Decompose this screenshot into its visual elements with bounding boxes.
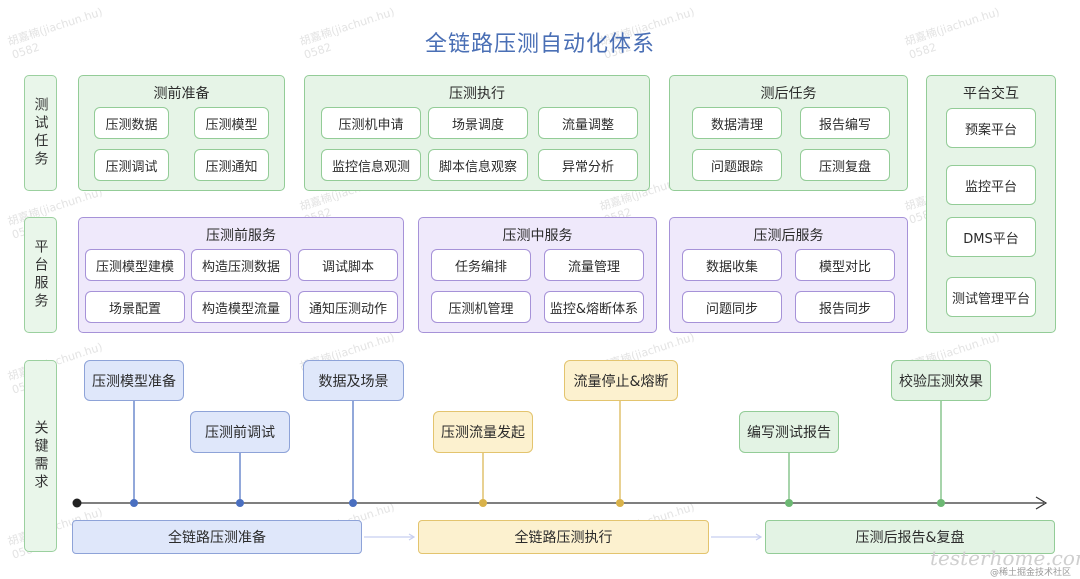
panel-mid-service: 压测中服务 任务编排 流量管理 压测机管理 监控&熔断体系 [418, 217, 657, 333]
platform-box: 预案平台 [946, 108, 1036, 148]
row-label-test-tasks: 测试任务 [24, 75, 57, 191]
platform-box: 测试管理平台 [946, 277, 1036, 317]
task-box: 压测复盘 [800, 149, 890, 181]
panel-execution: 压测执行 压测机申请 场景调度 流量调整 监控信息观测 脚本信息观察 异常分析 [304, 75, 650, 191]
panel-interaction: 平台交互 预案平台 监控平台 DMS平台 测试管理平台 [926, 75, 1056, 333]
milestone-box: 压测流量发起 [433, 411, 533, 453]
service-box: 模型对比 [795, 249, 895, 281]
brand-watermark: testerhome.com [930, 546, 1080, 570]
task-box: 压测机申请 [321, 107, 421, 139]
service-box: 任务编排 [431, 249, 531, 281]
timeline-arrowhead [1035, 496, 1048, 510]
diagram-title: 全链路压测自动化体系 [424, 32, 655, 57]
timeline-start-dot [72, 498, 82, 508]
panel-title: 测后任务 [760, 86, 817, 102]
timeline-dot [937, 499, 945, 507]
milestone-box: 编写测试报告 [739, 411, 839, 453]
phase-connector-arrow [408, 533, 416, 541]
phase-execute: 全链路压测执行 [418, 520, 709, 554]
timeline-dot [479, 499, 487, 507]
milestone-box: 校验压测效果 [891, 360, 991, 401]
service-box: 调试脚本 [298, 249, 398, 281]
service-box: 压测机管理 [431, 291, 531, 323]
panel-pre-test: 测前准备 压测数据 压测模型 压测调试 压测通知 [78, 75, 285, 191]
phase-report: 压测后报告&复盘 [765, 520, 1055, 554]
task-box: 问题跟踪 [692, 149, 782, 181]
timeline-dot [616, 499, 624, 507]
panel-title: 压测执行 [449, 86, 505, 102]
service-box: 场景配置 [85, 291, 185, 323]
task-box: 流量调整 [538, 107, 638, 139]
row-label-key-needs: 关键需求 [24, 360, 57, 552]
panel-title: 压测前服务 [206, 228, 276, 244]
service-box: 问题同步 [682, 291, 782, 323]
service-box: 监控&熔断体系 [544, 291, 644, 323]
panel-post-test: 测后任务 数据清理 报告编写 问题跟踪 压测复盘 [669, 75, 908, 191]
service-box: 构造模型流量 [191, 291, 291, 323]
task-box: 数据清理 [692, 107, 782, 139]
task-box: 报告编写 [800, 107, 890, 139]
service-box: 数据收集 [682, 249, 782, 281]
service-box: 报告同步 [795, 291, 895, 323]
milestone-box: 流量停止&熔断 [564, 360, 678, 401]
milestone-box: 压测模型准备 [84, 360, 184, 401]
service-box: 构造压测数据 [191, 249, 291, 281]
task-box: 脚本信息观察 [428, 149, 528, 181]
phase-connector-arrow [755, 533, 763, 541]
panel-post-service: 压测后服务 数据收集 模型对比 问题同步 报告同步 [669, 217, 908, 333]
task-box: 压测调试 [94, 149, 169, 181]
panel-title: 压测后服务 [753, 228, 824, 244]
row-label-platform-services: 平台服务 [24, 217, 57, 333]
task-box: 压测模型 [194, 107, 269, 139]
timeline-dot [785, 499, 793, 507]
panel-title: 平台交互 [963, 86, 1019, 102]
panel-title: 压测中服务 [502, 228, 573, 244]
service-box: 通知压测动作 [298, 291, 398, 323]
phase-prepare: 全链路压测准备 [72, 520, 362, 554]
task-box: 压测通知 [194, 149, 269, 181]
platform-box: 监控平台 [946, 165, 1036, 205]
task-box: 压测数据 [94, 107, 169, 139]
milestone-box: 数据及场景 [303, 360, 404, 401]
timeline-dot [349, 499, 357, 507]
platform-box: DMS平台 [946, 217, 1036, 257]
milestone-box: 压测前调试 [190, 411, 290, 453]
panel-pre-service: 压测前服务 压测模型建模 构造压测数据 调试脚本 场景配置 构造模型流量 通知压… [78, 217, 404, 333]
timeline-dot [130, 499, 138, 507]
task-box: 监控信息观测 [321, 149, 421, 181]
timeline-dot [236, 499, 244, 507]
task-box: 场景调度 [428, 107, 528, 139]
task-box: 异常分析 [538, 149, 638, 181]
service-box: 压测模型建模 [85, 249, 185, 281]
panel-title: 测前准备 [153, 86, 210, 102]
footer-credit: @稀土掘金技术社区 [990, 568, 1072, 578]
service-box: 流量管理 [544, 249, 644, 281]
